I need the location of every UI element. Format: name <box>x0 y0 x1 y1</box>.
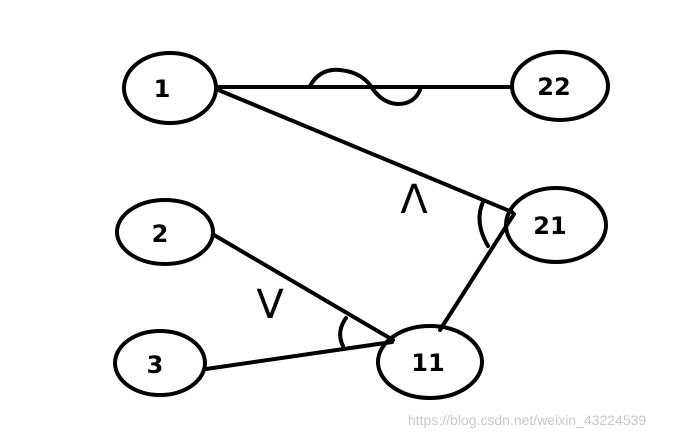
node-11-label: 11 <box>411 349 444 377</box>
arc-node-11 <box>338 316 348 348</box>
node-1-label: 1 <box>154 75 171 103</box>
node-11 <box>376 324 484 400</box>
and-mark: Λ <box>400 177 428 223</box>
wavy-mark <box>308 67 422 107</box>
edge-3-11 <box>204 340 394 371</box>
node-2 <box>115 198 215 266</box>
node-3-label: 3 <box>147 351 164 379</box>
edge-1-21 <box>214 87 514 214</box>
edge-11-21 <box>438 212 516 332</box>
node-22 <box>510 50 610 122</box>
node-21-label: 21 <box>533 212 566 240</box>
node-21 <box>504 186 608 264</box>
watermark-text: https://blog.csdn.net/weixin_43224539 <box>408 412 647 428</box>
edge-2-11 <box>212 233 395 342</box>
arc-node-21 <box>477 200 490 248</box>
node-3 <box>113 329 207 397</box>
node-1 <box>122 51 218 125</box>
or-mark: V <box>256 282 284 328</box>
node-22-label: 22 <box>537 73 570 101</box>
node-2-label: 2 <box>152 220 169 248</box>
